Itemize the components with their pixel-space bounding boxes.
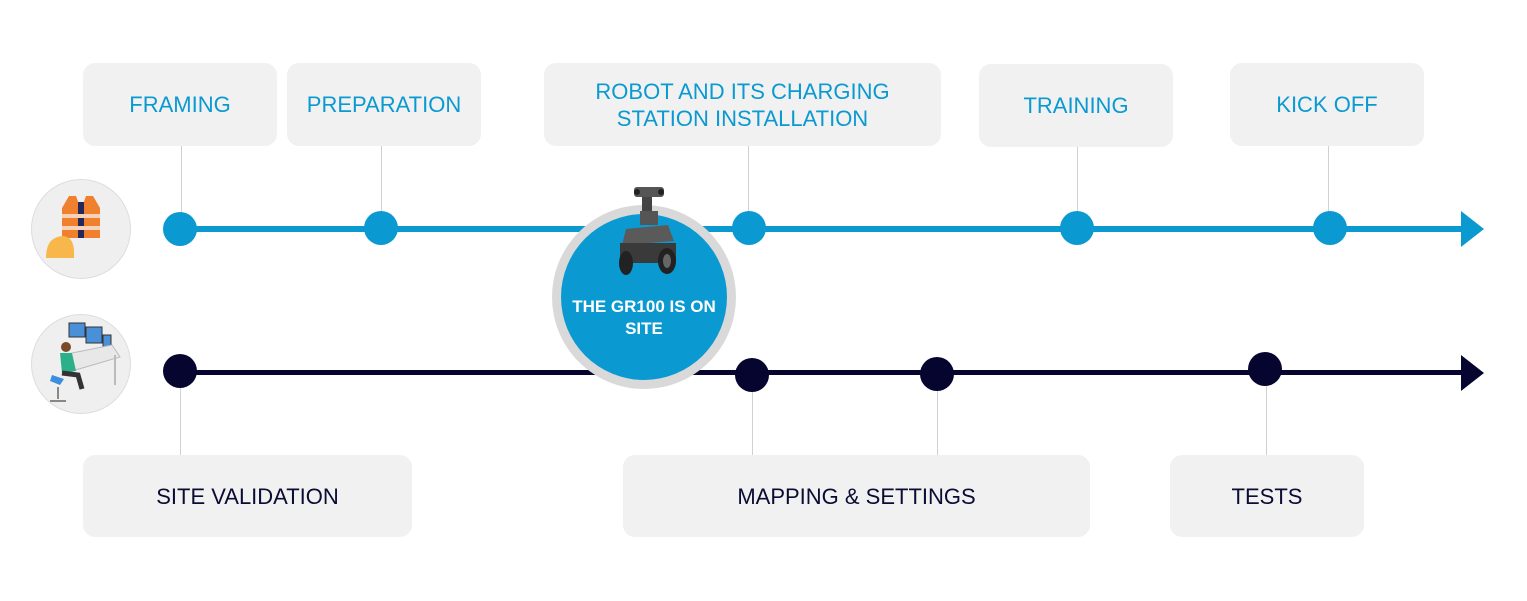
timeline-dot xyxy=(1313,211,1347,245)
timeline-dot xyxy=(732,211,766,245)
robot-icon xyxy=(612,185,682,277)
step-framing: FRAMING xyxy=(83,63,277,146)
step-kick-off: KICK OFF xyxy=(1230,63,1424,146)
top-arrow-head xyxy=(1461,211,1484,247)
connector xyxy=(752,388,753,455)
step-robot-installation: ROBOT AND ITS CHARGING STATION INSTALLAT… xyxy=(544,63,941,146)
connector xyxy=(1077,147,1078,217)
step-mapping-settings: MAPPING & SETTINGS xyxy=(623,455,1090,537)
top-timeline-line xyxy=(180,226,1465,232)
bottom-arrow-head xyxy=(1461,355,1484,391)
step-label: PREPARATION xyxy=(306,92,462,117)
step-tests: TESTS xyxy=(1170,455,1364,537)
step-label: TRAINING xyxy=(1023,93,1129,118)
connector xyxy=(1328,146,1329,216)
connector xyxy=(748,146,749,216)
step-site-validation: SITE VALIDATION xyxy=(83,455,412,537)
step-label: ROBOT AND ITS CHARGING STATION INSTALLAT… xyxy=(595,78,890,131)
timeline-dot xyxy=(364,211,398,245)
connector xyxy=(381,146,382,216)
safety-vest-icon xyxy=(31,179,131,279)
bottom-timeline-line xyxy=(180,370,1465,375)
connector xyxy=(180,385,181,455)
step-label: SITE VALIDATION xyxy=(156,483,339,509)
step-label: KICK OFF xyxy=(1276,92,1378,117)
connector xyxy=(1266,383,1267,455)
timeline-dot xyxy=(163,212,197,246)
step-preparation: PREPARATION xyxy=(287,63,481,146)
timeline-dot xyxy=(1060,211,1094,245)
timeline-dot xyxy=(735,358,769,392)
step-label: TESTS xyxy=(1231,483,1303,509)
connector xyxy=(181,146,182,216)
milestone-label: THE GR100 IS ON SITE xyxy=(572,297,716,338)
timeline-dot xyxy=(163,354,197,388)
timeline-dot xyxy=(1248,352,1282,386)
step-label: FRAMING xyxy=(129,92,231,117)
connector xyxy=(937,388,938,455)
step-label: MAPPING & SETTINGS xyxy=(737,483,976,509)
timeline-dot xyxy=(920,357,954,391)
operator-workstation-icon xyxy=(31,314,131,414)
step-training: TRAINING xyxy=(979,64,1173,147)
